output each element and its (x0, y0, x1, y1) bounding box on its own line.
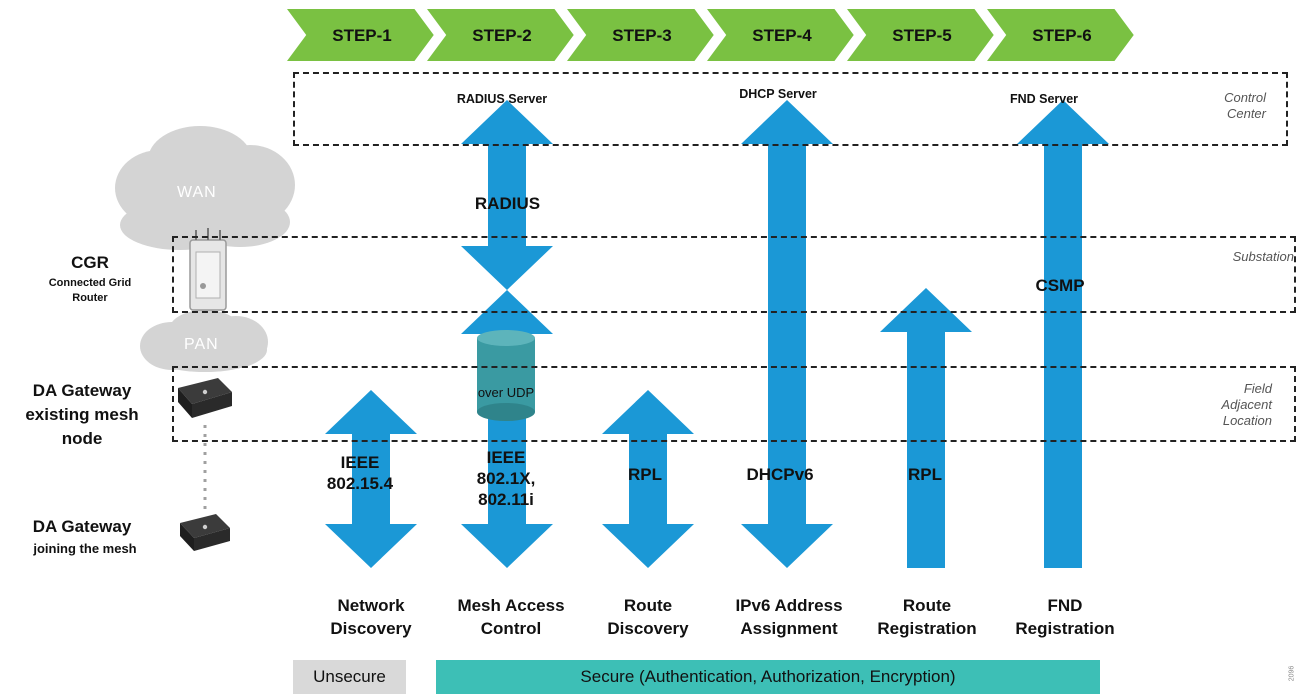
control-center-label: Control Center (1224, 90, 1266, 121)
arrow-network-discovery (325, 390, 417, 568)
gateway-existing-label: DA Gateway existing mesh node (25, 381, 139, 448)
rpl-route-registration-label: RPL (908, 465, 942, 484)
substation-label: Substation (1232, 249, 1294, 264)
phase-ipv6-address-assignment: IPv6 Address Assignment (735, 596, 843, 638)
control-center-zone (293, 72, 1288, 146)
step-label-6: STEP-6 (1032, 26, 1092, 45)
step-label-1: STEP-1 (332, 26, 392, 45)
field-label: Field Adjacent Location (1221, 381, 1272, 428)
radius-server-label: RADIUS Server (456, 92, 548, 106)
arrow-radius (461, 100, 553, 290)
radius-protocol-label: RADIUS (474, 194, 541, 213)
dhcp-server-label: DHCP Server (739, 87, 817, 101)
pan-cloud (140, 310, 268, 372)
step-label-2: STEP-2 (472, 26, 532, 45)
phase-fnd-registration: FND Registration (1015, 596, 1115, 638)
csmp-label: CSMP (1035, 276, 1085, 295)
phase-route-discovery: Route Discovery (607, 596, 689, 638)
arrow-route-discovery (602, 390, 694, 568)
step-label-5: STEP-5 (892, 26, 952, 45)
ieee-802154-label: IEEE 802.15.4 (326, 453, 394, 493)
substation-zone (172, 236, 1296, 313)
step-chevron-3 (563, 7, 717, 63)
wan-cloud-label: WAN (177, 184, 217, 201)
secure-bar: Secure (Authentication, Authorization, E… (436, 660, 1100, 694)
step-banner: STEP-1 STEP-2 STEP-3 STEP-4 STEP-5 STEP-6 (283, 7, 1137, 63)
phase-route-registration: Route Registration (877, 596, 977, 638)
cgr-title: CGR (71, 253, 109, 272)
over-udp-label: over UDP (477, 385, 535, 400)
step-chevron-6 (983, 7, 1137, 63)
step-chevron-5 (843, 7, 997, 63)
cgr-subtitle: Connected Grid Router (48, 277, 132, 304)
fnd-server-label: FND Server (1009, 92, 1079, 106)
cgr-router-image (189, 228, 227, 311)
wan-cloud (115, 126, 295, 250)
phase-network-discovery: Network Discovery (330, 596, 412, 638)
gateway-joining-title: DA Gateway (32, 517, 132, 536)
step-label-4: STEP-4 (752, 26, 812, 45)
step-chevron-2 (423, 7, 577, 63)
rpl-route-discovery-label: RPL (628, 465, 662, 484)
figure-id: 2096 (1288, 665, 1296, 682)
arrow-route-registration (880, 288, 972, 568)
pan-cloud-label: PAN (184, 336, 219, 353)
arrow-dhcpv6 (741, 100, 833, 568)
step-chevron-4 (703, 7, 857, 63)
dhcpv6-label: DHCPv6 (746, 465, 814, 484)
step-chevron-1 (283, 7, 437, 63)
ieee-8021x-label: IEEE 802.1X, 802.11i (476, 448, 536, 509)
step-label-3: STEP-3 (612, 26, 672, 45)
gateway-joining-image (180, 514, 230, 551)
phase-mesh-access-control: Mesh Access Control (457, 596, 565, 638)
gateway-existing-image (178, 378, 232, 418)
arrow-mesh-access-control (461, 290, 553, 568)
protocol-arrows (325, 100, 1109, 568)
udp-tunnel-cylinder (477, 330, 535, 421)
gateway-joining-subtitle: joining the mesh (33, 541, 137, 556)
unsecure-bar: Unsecure (293, 660, 406, 694)
field-zone (172, 366, 1296, 442)
arrow-csmp (1017, 100, 1109, 568)
